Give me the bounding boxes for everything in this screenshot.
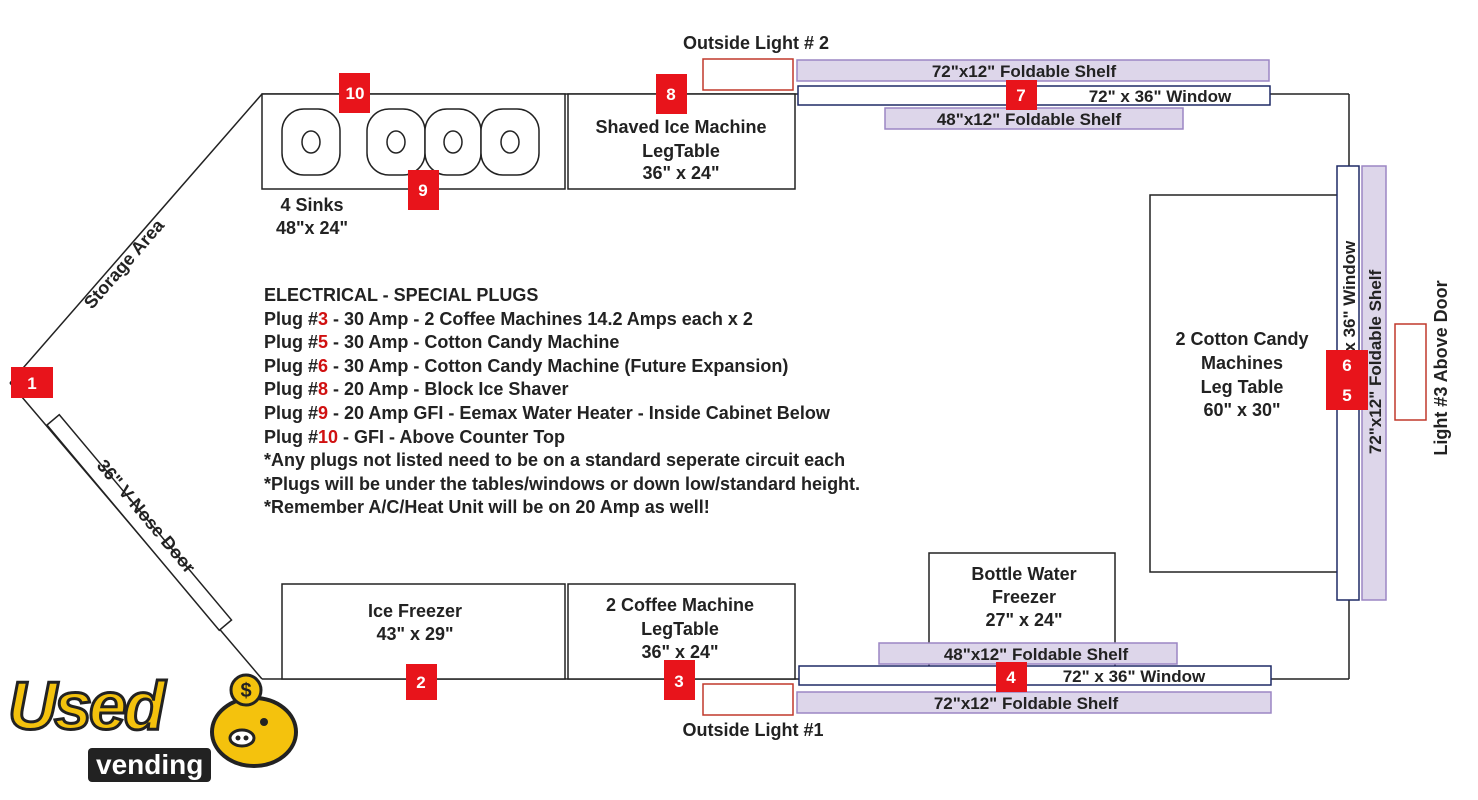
window-bottom xyxy=(798,665,1272,686)
note-line: Plug #6 - 30 Amp - Cotton Candy Machine … xyxy=(264,355,789,376)
coffee-sub: LegTable xyxy=(641,619,719,639)
storage-area-label: Storage Area xyxy=(80,215,169,313)
svg-text:4: 4 xyxy=(1006,668,1016,687)
v-nose-door-label: 36" V-Nose Door xyxy=(93,456,199,577)
cotton-candy-size: 60" x 30" xyxy=(1203,400,1280,420)
shelf-bottom-48-label: 48"x12" Foldable Shelf xyxy=(944,645,1129,664)
svg-text:2: 2 xyxy=(416,673,425,692)
plug-badge-3: 3 xyxy=(664,660,695,700)
sinks-label: 4 Sinks xyxy=(280,195,343,215)
electrical-notes: ELECTRICAL - SPECIAL PLUGS Plug #3 - 30 … xyxy=(264,284,860,520)
shelf-top-72-label: 72"x12" Foldable Shelf xyxy=(932,62,1117,81)
plug-badge-6: 6 xyxy=(1326,350,1368,380)
coffee-size: 36" x 24" xyxy=(641,642,718,662)
note-line: Plug #9 - 20 Amp GFI - Eemax Water Heate… xyxy=(264,402,830,423)
plug-badge-5: 5 xyxy=(1326,380,1368,410)
cotton-candy-label: 2 Cotton Candy xyxy=(1176,329,1309,349)
shelf-bottom-72 xyxy=(796,691,1272,714)
svg-text:7: 7 xyxy=(1016,86,1025,105)
window-top-label: 72" x 36" Window xyxy=(1089,87,1232,106)
svg-text:10: 10 xyxy=(346,84,365,103)
logo-subtitle: vending xyxy=(88,748,212,782)
bottle-water-label: Bottle Water xyxy=(971,564,1076,584)
note-line: Plug #8 - 20 Amp - Block Ice Shaver xyxy=(264,379,569,400)
light-3-label: Light #3 Above Door xyxy=(1431,280,1451,455)
svg-text:1: 1 xyxy=(27,374,36,393)
svg-text:9: 9 xyxy=(418,181,427,200)
outside-light-2 xyxy=(702,58,794,91)
shaved-ice-sub: LegTable xyxy=(642,141,720,161)
outside-light-2-label: Outside Light # 2 xyxy=(683,33,829,53)
shelf-top-48-label: 48"x12" Foldable Shelf xyxy=(937,110,1122,129)
note-line: Plug #5 - 30 Amp - Cotton Candy Machine xyxy=(264,332,620,353)
cotton-candy-sub: Machines xyxy=(1201,353,1283,373)
svg-text:5: 5 xyxy=(1342,386,1351,405)
note-line: Plug #3 - 30 Amp - 2 Coffee Machines 14.… xyxy=(264,308,753,329)
sink-basins xyxy=(281,108,540,176)
shaved-ice-label: Shaved Ice Machine xyxy=(595,117,766,137)
ice-freezer-label: Ice Freezer xyxy=(368,601,462,621)
v-nose-door xyxy=(45,413,233,632)
sinks-size: 48"x 24" xyxy=(276,218,348,238)
outside-light-1 xyxy=(702,683,794,716)
plug-badge-2: 2 xyxy=(406,664,437,700)
logo-wordmark: Used xyxy=(6,668,166,744)
ice-freezer-size: 43" x 29" xyxy=(376,624,453,644)
light-3 xyxy=(1394,323,1427,421)
svg-text:3: 3 xyxy=(674,672,683,691)
footnote: *Any plugs not listed need to be on a st… xyxy=(264,450,846,471)
window-right-label: 72" x 36" Window xyxy=(1340,240,1359,383)
bottle-water-size: 27" x 24" xyxy=(985,610,1062,630)
shelf-bottom-48 xyxy=(878,642,1178,665)
note-line: Plug #10 - GFI - Above Counter Top xyxy=(264,426,566,447)
bottle-water-sub: Freezer xyxy=(992,587,1056,607)
piggy-bank-icon: $ xyxy=(210,673,298,768)
plug-badge-8: 8 xyxy=(656,74,687,114)
plug-badge-10: 10 xyxy=(339,73,370,113)
plug-badge-9: 9 xyxy=(408,170,439,210)
ice-freezer xyxy=(281,583,566,680)
cotton-candy-sub2: Leg Table xyxy=(1201,377,1284,397)
plug-badge-4: 4 xyxy=(996,662,1027,692)
coffee-label: 2 Coffee Machine xyxy=(606,595,754,615)
plug-badge-1: 1 xyxy=(11,367,53,398)
footnote: *Remember A/C/Heat Unit will be on 20 Am… xyxy=(264,497,710,518)
notes-heading: ELECTRICAL - SPECIAL PLUGS xyxy=(264,285,539,305)
cotton-candy-table xyxy=(1149,194,1341,573)
coin-symbol: $ xyxy=(240,680,251,702)
footnote: *Plugs will be under the tables/windows … xyxy=(264,473,861,494)
shelf-bottom-72-label: 72"x12" Foldable Shelf xyxy=(934,694,1119,713)
shelf-right-72-label: 72"x12" Foldable Shelf xyxy=(1366,270,1385,455)
svg-text:6: 6 xyxy=(1342,356,1351,375)
shaved-ice-size: 36" x 24" xyxy=(642,163,719,183)
plug-badge-7: 7 xyxy=(1006,80,1037,110)
used-vending-logo: Used vending $ xyxy=(6,668,306,790)
svg-text:8: 8 xyxy=(666,85,675,104)
window-bottom-label: 72" x 36" Window xyxy=(1063,667,1206,686)
outside-light-1-label: Outside Light #1 xyxy=(682,720,823,740)
